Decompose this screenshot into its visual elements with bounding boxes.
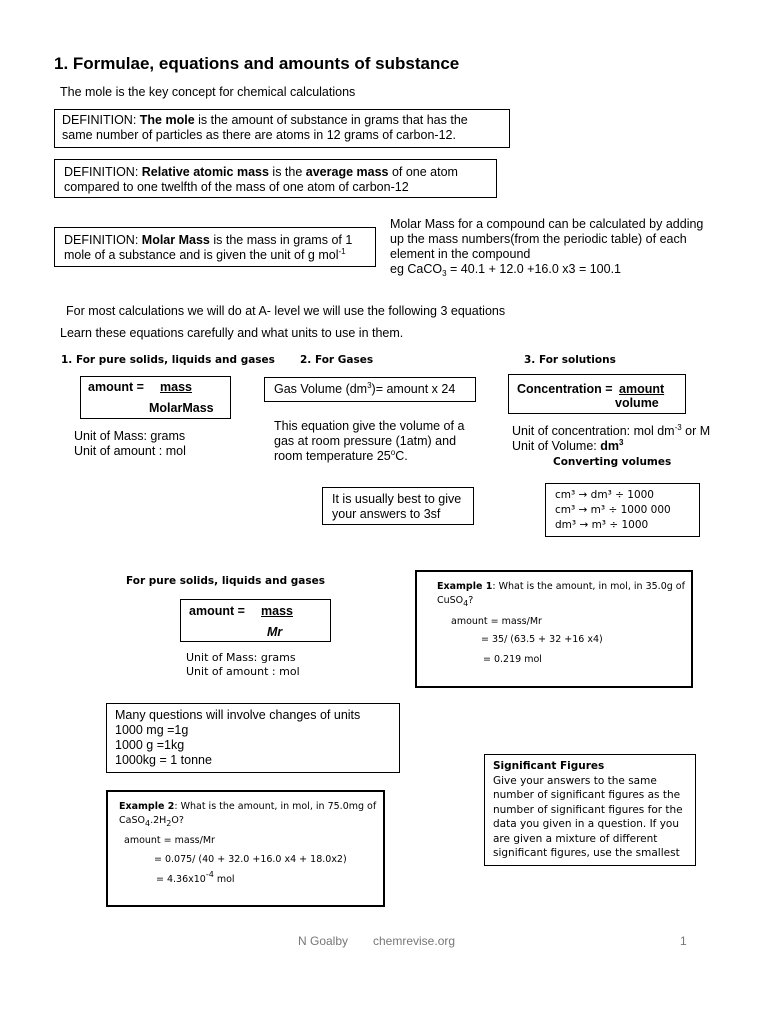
- unit-changes-box: Many questions will involve changes of u…: [106, 703, 400, 773]
- sigfig-line6: significant figures, use the smallest: [493, 847, 680, 859]
- example1-step1: amount = mass/Mr: [451, 616, 542, 627]
- example2-question-line1: Example 2: What is the amount, in mol, i…: [119, 801, 377, 812]
- col1-heading: 1. For pure solids, liquids and gases: [61, 354, 275, 366]
- col3-conversion-box: cm³ → dm³ ÷ 1000 cm³ → m³ ÷ 1000 000 dm³…: [545, 483, 700, 537]
- example2-step3: = 4.36x10-4 mol: [156, 870, 235, 886]
- col1-eq-numerator: mass: [160, 380, 192, 394]
- col3-eq-denominator: volume: [615, 396, 659, 410]
- definition-ram-box: DEFINITION: Relative atomic mass is the …: [54, 159, 497, 198]
- sigfig-line1: Give your answers to the same: [493, 775, 657, 787]
- conversion-line3: dm³ → m³ ÷ 1000: [555, 519, 649, 531]
- page-title: 1. Formulae, equations and amounts of su…: [54, 54, 460, 73]
- definition-mole-line1: DEFINITION: The mole is the amount of su…: [62, 113, 468, 127]
- unit-changes-line3: 1000 g =1kg: [115, 738, 185, 752]
- col3-equation-box: Concentration = amount volume: [508, 374, 686, 414]
- definition-molar-line2: mole of a substance and is given the uni…: [64, 247, 346, 263]
- col2-equation-box: Gas Volume (dm3)= amount x 24: [264, 377, 476, 402]
- example1-box: Example 1: What is the amount, in mol, i…: [415, 570, 693, 688]
- col1-unit-mass: Unit of Mass: grams: [74, 429, 186, 443]
- definition-molar-line1: DEFINITION: Molar Mass is the mass in gr…: [64, 233, 353, 247]
- col3-unit-volume: Unit of Volume: dm3: [512, 438, 624, 454]
- example2-step1: amount = mass/Mr: [124, 835, 215, 846]
- significant-figures-box: Significant Figures Give your answers to…: [484, 754, 696, 866]
- section2-unit-mass: Unit of Mass: grams: [186, 651, 296, 664]
- col1-equation-box: amount = mass MolarMass: [80, 376, 231, 419]
- example1-question-line1: Example 1: What is the amount, in mol, i…: [437, 581, 685, 592]
- sigfig-line5: are given a mixture of different: [493, 833, 658, 845]
- col2-equation: Gas Volume (dm3)= amount x 24: [274, 381, 456, 397]
- col1-eq-left: amount =: [88, 380, 144, 394]
- definition-molar-mass-box: DEFINITION: Molar Mass is the mass in gr…: [54, 227, 376, 267]
- col3-eq-left: Concentration =: [517, 382, 613, 396]
- example1-question-line2: CuSO4?: [437, 595, 474, 608]
- col2-tip-line2: your answers to 3sf: [332, 507, 441, 521]
- intro-text: The mole is the key concept for chemical…: [60, 85, 356, 99]
- example1-step3: = 0.219 mol: [483, 654, 542, 665]
- sigfig-line3: number of significant figures for the: [493, 804, 683, 816]
- definition-ram-line1: DEFINITION: Relative atomic mass is the …: [64, 165, 458, 179]
- col3-unit-concentration: Unit of concentration: mol dm-3 or M: [512, 423, 711, 439]
- section2-unit-amount: Unit of amount : mol: [186, 665, 300, 678]
- col3-heading: 3. For solutions: [524, 354, 616, 366]
- section2-heading: For pure solids, liquids and gases: [126, 575, 325, 587]
- col1-unit-amount: Unit of amount : mol: [74, 444, 186, 458]
- col1-eq-denominator: MolarMass: [149, 401, 214, 415]
- sigfig-line4: data you given in a question. If you: [493, 818, 680, 830]
- col2-tip-box: It is usually best to give your answers …: [322, 487, 474, 525]
- conversion-line2: cm³ → m³ ÷ 1000 000: [555, 504, 671, 516]
- section2-eq-denominator: Mr: [267, 625, 283, 639]
- section2-equation-box: amount = mass Mr: [180, 599, 331, 642]
- definition-ram-line2: compared to one twelfth of the mass of o…: [64, 180, 409, 194]
- unit-changes-line2: 1000 mg =1g: [115, 723, 189, 737]
- col3-eq-numerator: amount: [619, 382, 665, 396]
- sigfig-line2: number of significant figures as the: [493, 789, 681, 801]
- molar-mass-note: Molar Mass for a compound can be calcula…: [390, 217, 704, 278]
- sigfig-heading: Significant Figures: [493, 760, 605, 772]
- conversion-line1: cm³ → dm³ ÷ 1000: [555, 489, 654, 501]
- example2-question-line2: CaSO4.2H2O?: [119, 815, 184, 828]
- section2-eq-numerator: mass: [261, 604, 293, 618]
- section2-eq-left: amount =: [189, 604, 245, 618]
- equations-intro: For most calculations we will do at A- l…: [66, 304, 506, 318]
- footer-page-number: 1: [680, 934, 687, 948]
- definition-mole-box: DEFINITION: The mole is the amount of su…: [54, 109, 510, 148]
- unit-changes-line4: 1000kg = 1 tonne: [115, 753, 212, 767]
- learn-line: Learn these equations carefully and what…: [60, 326, 404, 340]
- example1-step2: = 35/ (63.5 + 32 +16 x4): [481, 634, 603, 645]
- unit-changes-line1: Many questions will involve changes of u…: [115, 708, 361, 722]
- footer-author: N Goalby: [298, 934, 349, 948]
- example2-box: Example 2: What is the amount, in mol, i…: [106, 790, 385, 907]
- col3-converting-heading: Converting volumes: [553, 456, 672, 468]
- col2-note: This equation give the volume of a gas a…: [274, 419, 465, 463]
- col2-tip-line1: It is usually best to give: [332, 492, 462, 506]
- example2-step2: = 0.075/ (40 + 32.0 +16.0 x4 + 18.0x2): [154, 854, 347, 865]
- footer-site: chemrevise.org: [373, 934, 456, 948]
- definition-mole-line2: same number of particles as there are at…: [62, 128, 456, 142]
- col2-heading: 2. For Gases: [300, 354, 374, 366]
